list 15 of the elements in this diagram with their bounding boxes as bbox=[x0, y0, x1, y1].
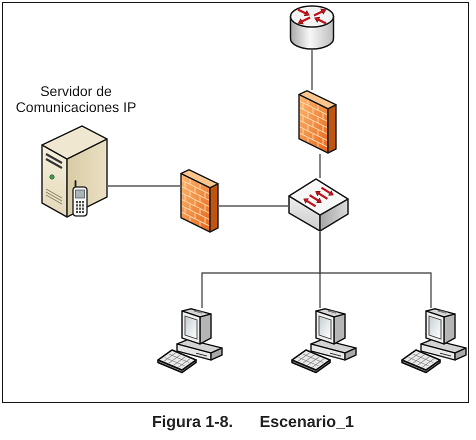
connector-line bbox=[108, 185, 180, 187]
connector-line bbox=[311, 50, 313, 90]
router-icon bbox=[289, 5, 335, 50]
server-icon bbox=[40, 125, 108, 218]
connector-line bbox=[319, 232, 432, 308]
connector-line bbox=[319, 154, 321, 178]
desktop-computer-icon bbox=[401, 308, 467, 374]
figure-caption: Figura 1-8. Escenario_1 bbox=[152, 413, 354, 433]
firewall-icon bbox=[298, 90, 337, 154]
server-label: Servidor de Comunicaciones IP bbox=[14, 83, 138, 115]
firewall-icon bbox=[180, 169, 219, 233]
connector-line bbox=[219, 205, 288, 207]
desktop-computer-icon bbox=[291, 308, 357, 374]
network-switch-icon bbox=[288, 178, 349, 232]
desktop-computer-icon bbox=[157, 308, 223, 374]
